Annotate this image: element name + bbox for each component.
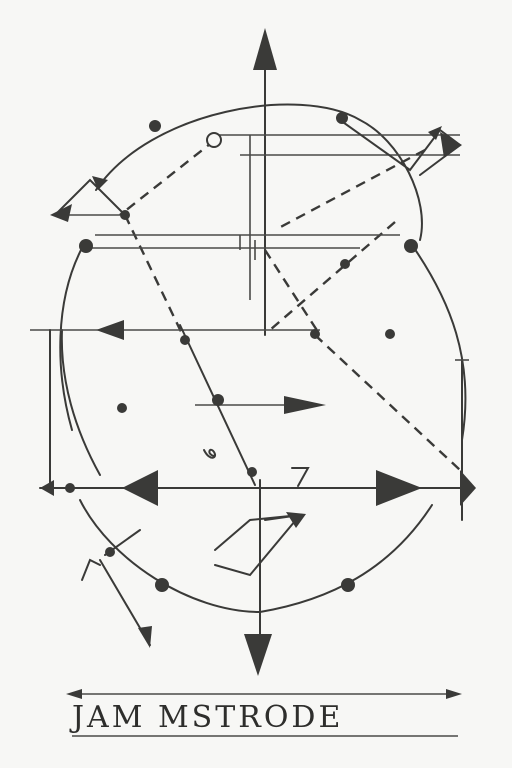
- dashed-line-5: [123, 214, 187, 341]
- node-dot: [79, 239, 93, 253]
- dashed-line-1: [119, 139, 216, 216]
- arrow-down-icon: [138, 626, 152, 648]
- small-check-mark: [291, 467, 310, 487]
- small-loop-mark: [203, 448, 216, 459]
- circle-outline-lower: [79, 499, 433, 614]
- node-dot: [336, 112, 348, 124]
- arrow-up-icon: [253, 28, 277, 70]
- arrow-right-icon: [446, 689, 462, 699]
- lower-bent-arrow: [214, 513, 303, 577]
- arrow-down-icon: [244, 634, 272, 676]
- dashed-line-2: [274, 148, 426, 232]
- node-dot: [149, 120, 161, 132]
- circle-outline-left: [59, 247, 83, 431]
- arrow-right-icon: [460, 470, 476, 506]
- circle-outline-right: [411, 244, 467, 441]
- arrow-left-icon: [122, 470, 158, 506]
- node-dot: [247, 467, 257, 477]
- node-dot: [180, 335, 190, 345]
- top-right-arrow: [339, 119, 462, 176]
- node-dot: [310, 329, 320, 339]
- node-dot: [155, 578, 169, 592]
- arrow-up-right-icon: [428, 126, 442, 140]
- arrow-right-icon: [376, 470, 422, 506]
- node-dot: [65, 483, 75, 493]
- arrow-left-icon: [40, 480, 54, 496]
- arrow-up-right-icon: [286, 512, 306, 528]
- node-dot: [105, 547, 115, 557]
- dashed-line-4: [314, 334, 461, 471]
- node-dot: [117, 403, 127, 413]
- node-dot: [341, 578, 355, 592]
- node-dot: [212, 394, 224, 406]
- dashed-line-3: [269, 221, 396, 331]
- lower-left-hook: [81, 558, 101, 581]
- node-dot: [385, 329, 395, 339]
- node-dot-open: [206, 132, 222, 148]
- arrow-left-small-icon: [92, 176, 108, 190]
- node-dot: [120, 210, 130, 220]
- circle-outline-upper: [95, 103, 423, 241]
- node-dot: [340, 259, 350, 269]
- circle-inner-arc: [60, 329, 101, 476]
- arrow-left-icon: [66, 689, 82, 699]
- arrow-left-icon: [96, 320, 124, 340]
- arrow-right-icon: [440, 132, 462, 158]
- arrow-right-icon: [284, 396, 326, 414]
- node-dot: [404, 239, 418, 253]
- diagram-caption: JAM MSTRODE: [72, 700, 344, 735]
- arrow-left-icon: [50, 204, 72, 222]
- upper-left-diagonal: [54, 178, 126, 216]
